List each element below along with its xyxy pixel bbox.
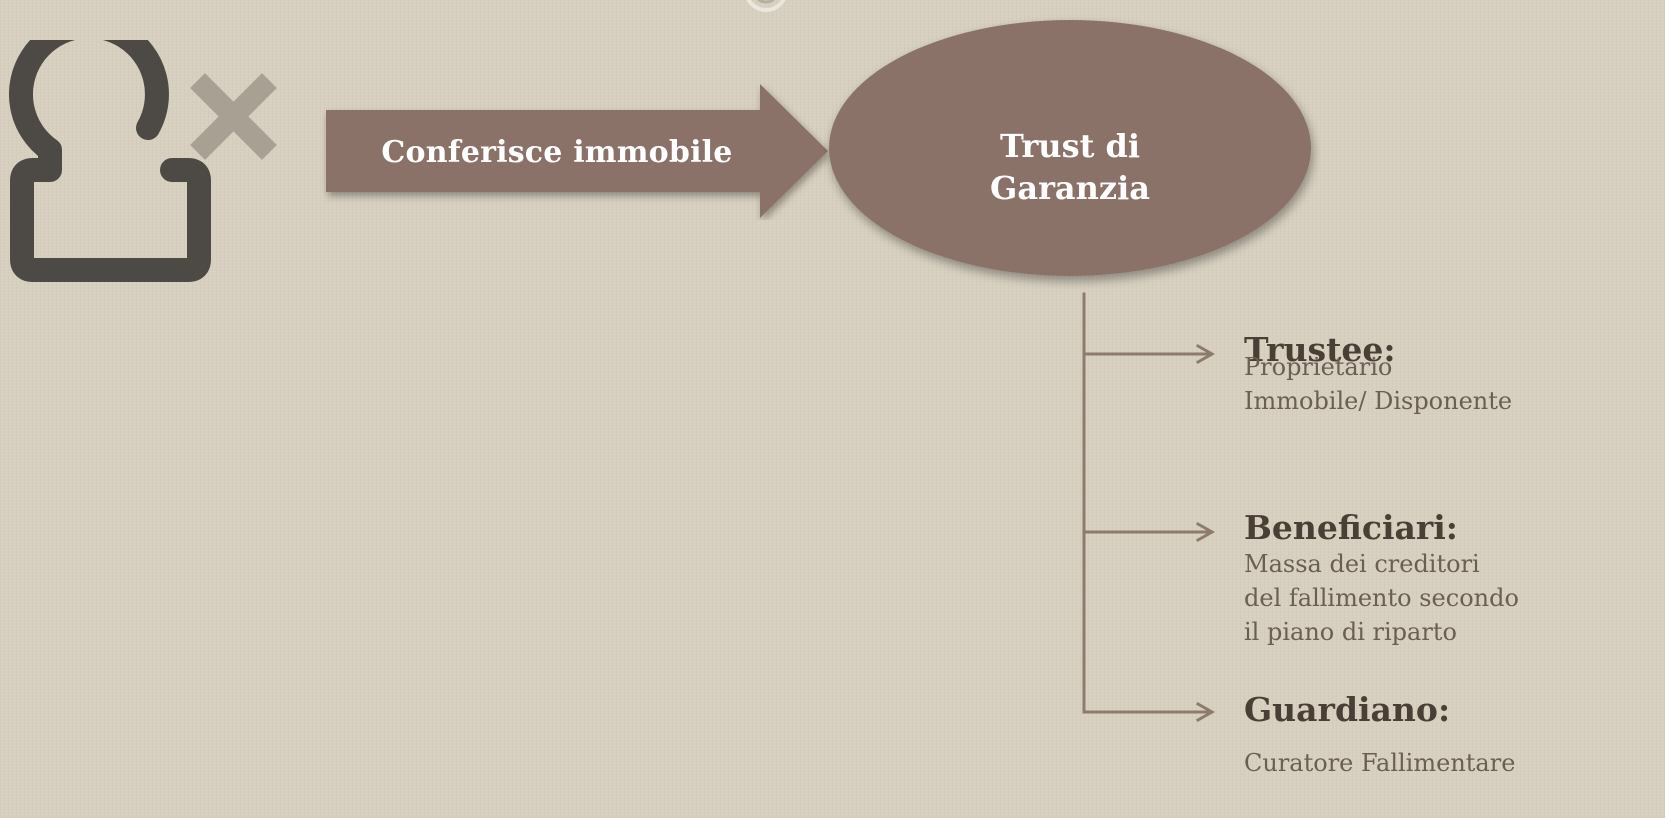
trust-label-line2: Garanzia (990, 169, 1150, 207)
beneficiari-text: Massa dei creditori del fallimento secon… (1244, 547, 1519, 649)
conferisce-arrow (326, 84, 828, 218)
guardiano-title: Guardiano: (1244, 690, 1451, 729)
trust-label: Trust di Garanzia (930, 125, 1210, 209)
swirl-ornament-icon (746, 0, 786, 12)
guardiano-text: Curatore Fallimentare (1244, 746, 1515, 780)
person-remove-icon (9, 40, 277, 282)
arrow-label: Conferisce immobile (381, 135, 733, 170)
trust-ellipse (829, 20, 1311, 276)
trustee-title: Trustee: (1244, 330, 1396, 369)
guardiano-text-value: Curatore Fallimentare (1244, 749, 1516, 777)
beneficiari-text-value: Massa dei creditori del fallimento secon… (1244, 550, 1519, 646)
arrowhead-guardiano (1195, 701, 1216, 723)
trustee-text: Proprietario Immobile/ Disponente (1244, 350, 1512, 418)
beneficiari-title: Beneficiari: (1244, 508, 1458, 547)
trust-label-line1: Trust di (999, 127, 1141, 165)
trustee-text-value: Proprietario Immobile/ Disponente (1244, 353, 1513, 415)
arrowhead-beneficiari (1195, 521, 1216, 543)
arrowhead-trustee (1195, 343, 1216, 365)
